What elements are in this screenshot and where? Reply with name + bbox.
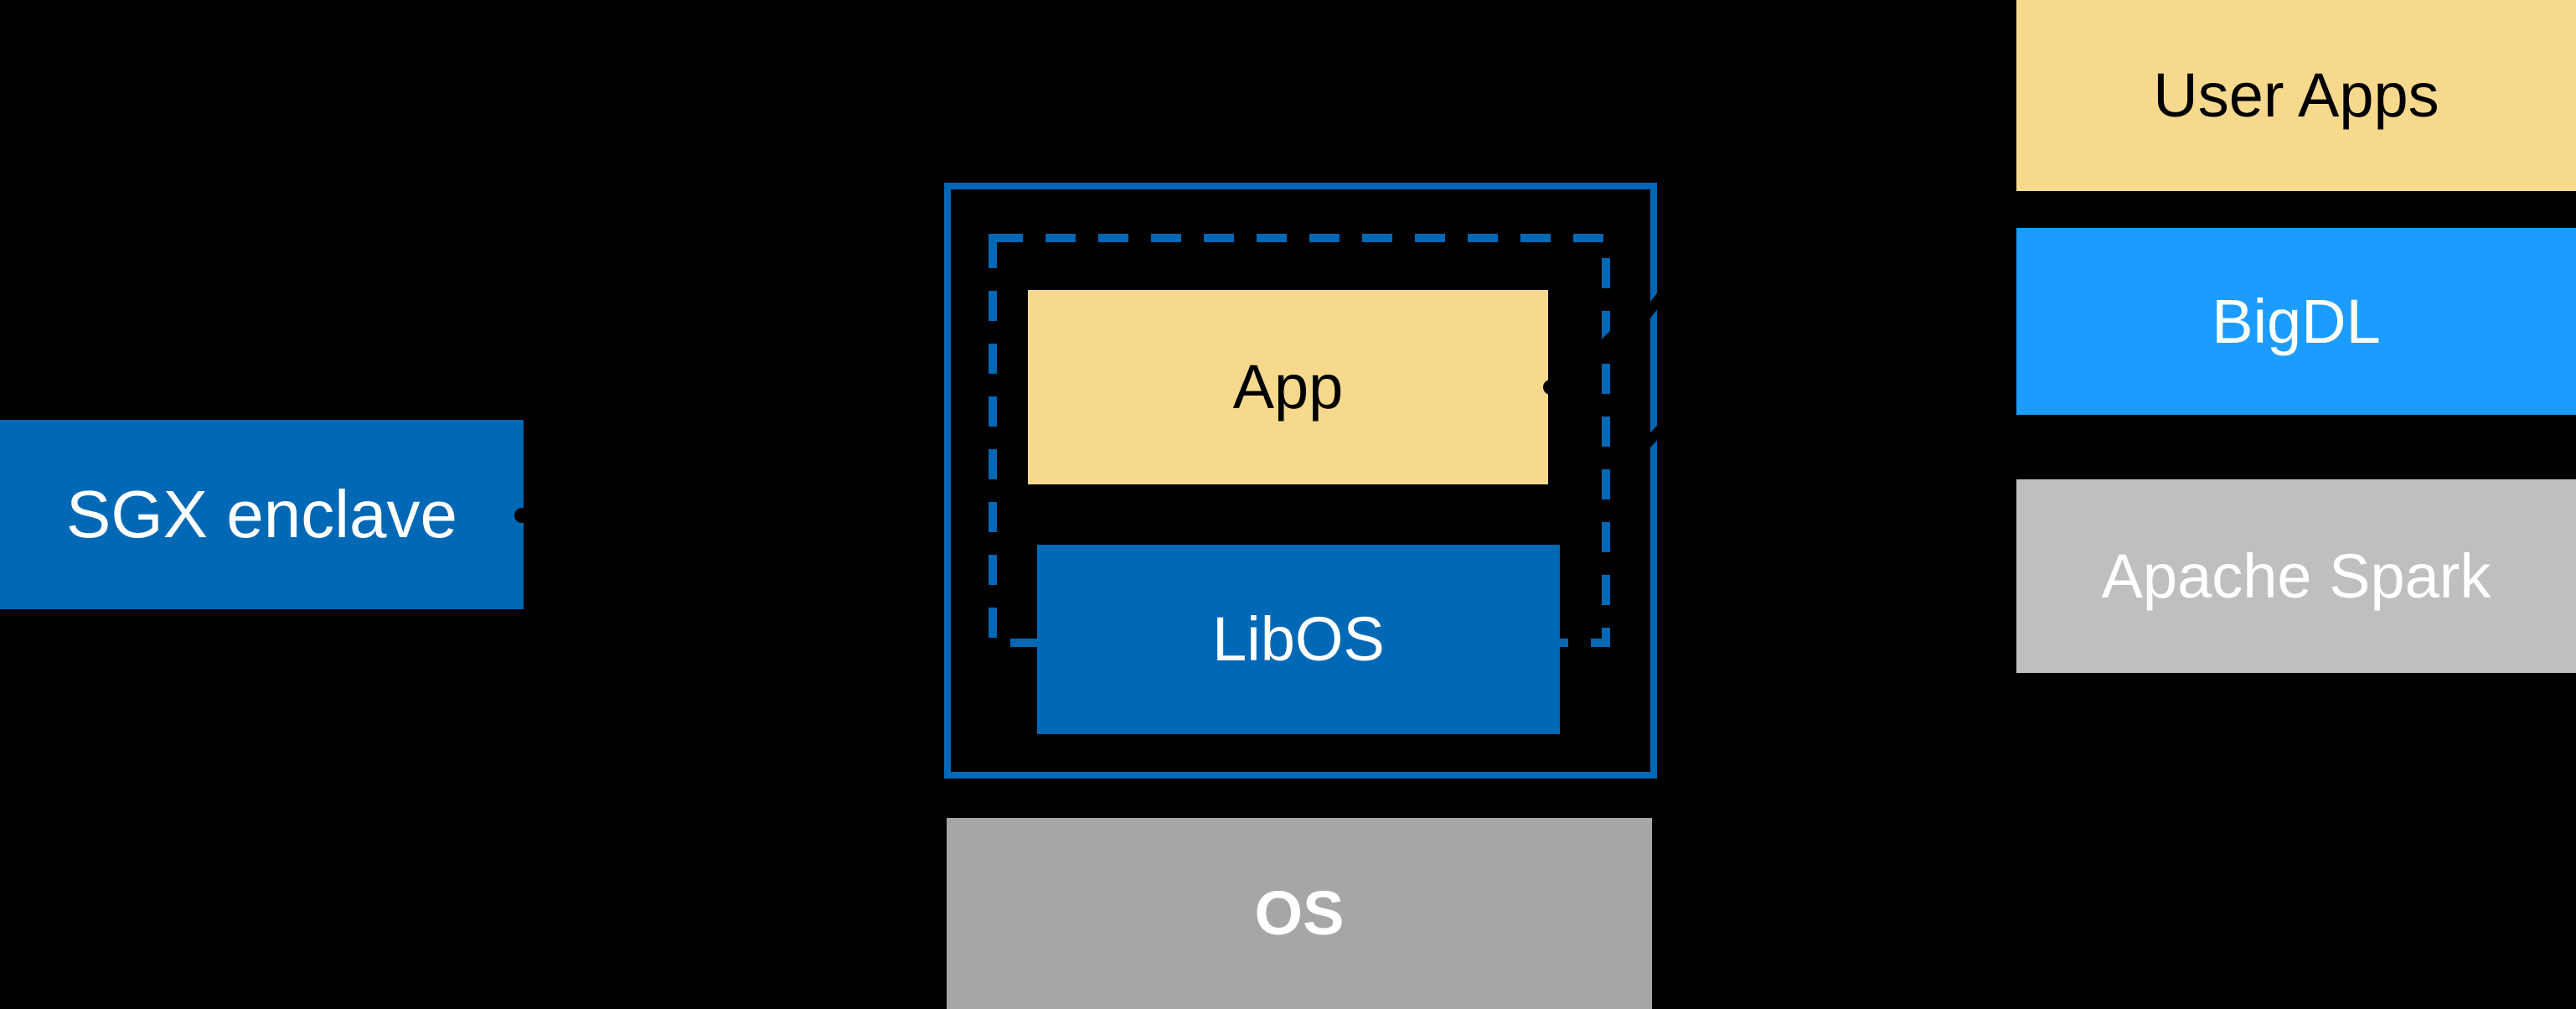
libos-label: LibOS <box>1212 604 1385 674</box>
user-apps-box: User Apps <box>2016 0 2576 191</box>
os-box: OS <box>947 818 1652 1009</box>
user-apps-label: User Apps <box>2153 60 2439 130</box>
libos-box: LibOS <box>1037 545 1560 734</box>
bigdl-label: BigDL <box>2212 286 2381 356</box>
apache-spark-box: Apache Spark <box>2016 479 2576 673</box>
sgx-enclave-label: SGX enclave <box>66 477 457 551</box>
app-box: App <box>1028 290 1548 484</box>
sgx-enclave-label-box: SGX enclave <box>0 420 524 609</box>
process-box <box>944 183 1657 779</box>
app-label: App <box>1232 352 1344 422</box>
os-label: OS <box>1254 878 1345 948</box>
apache-spark-label: Apache Spark <box>2101 541 2491 611</box>
bigdl-box: BigDL <box>2016 228 2576 415</box>
